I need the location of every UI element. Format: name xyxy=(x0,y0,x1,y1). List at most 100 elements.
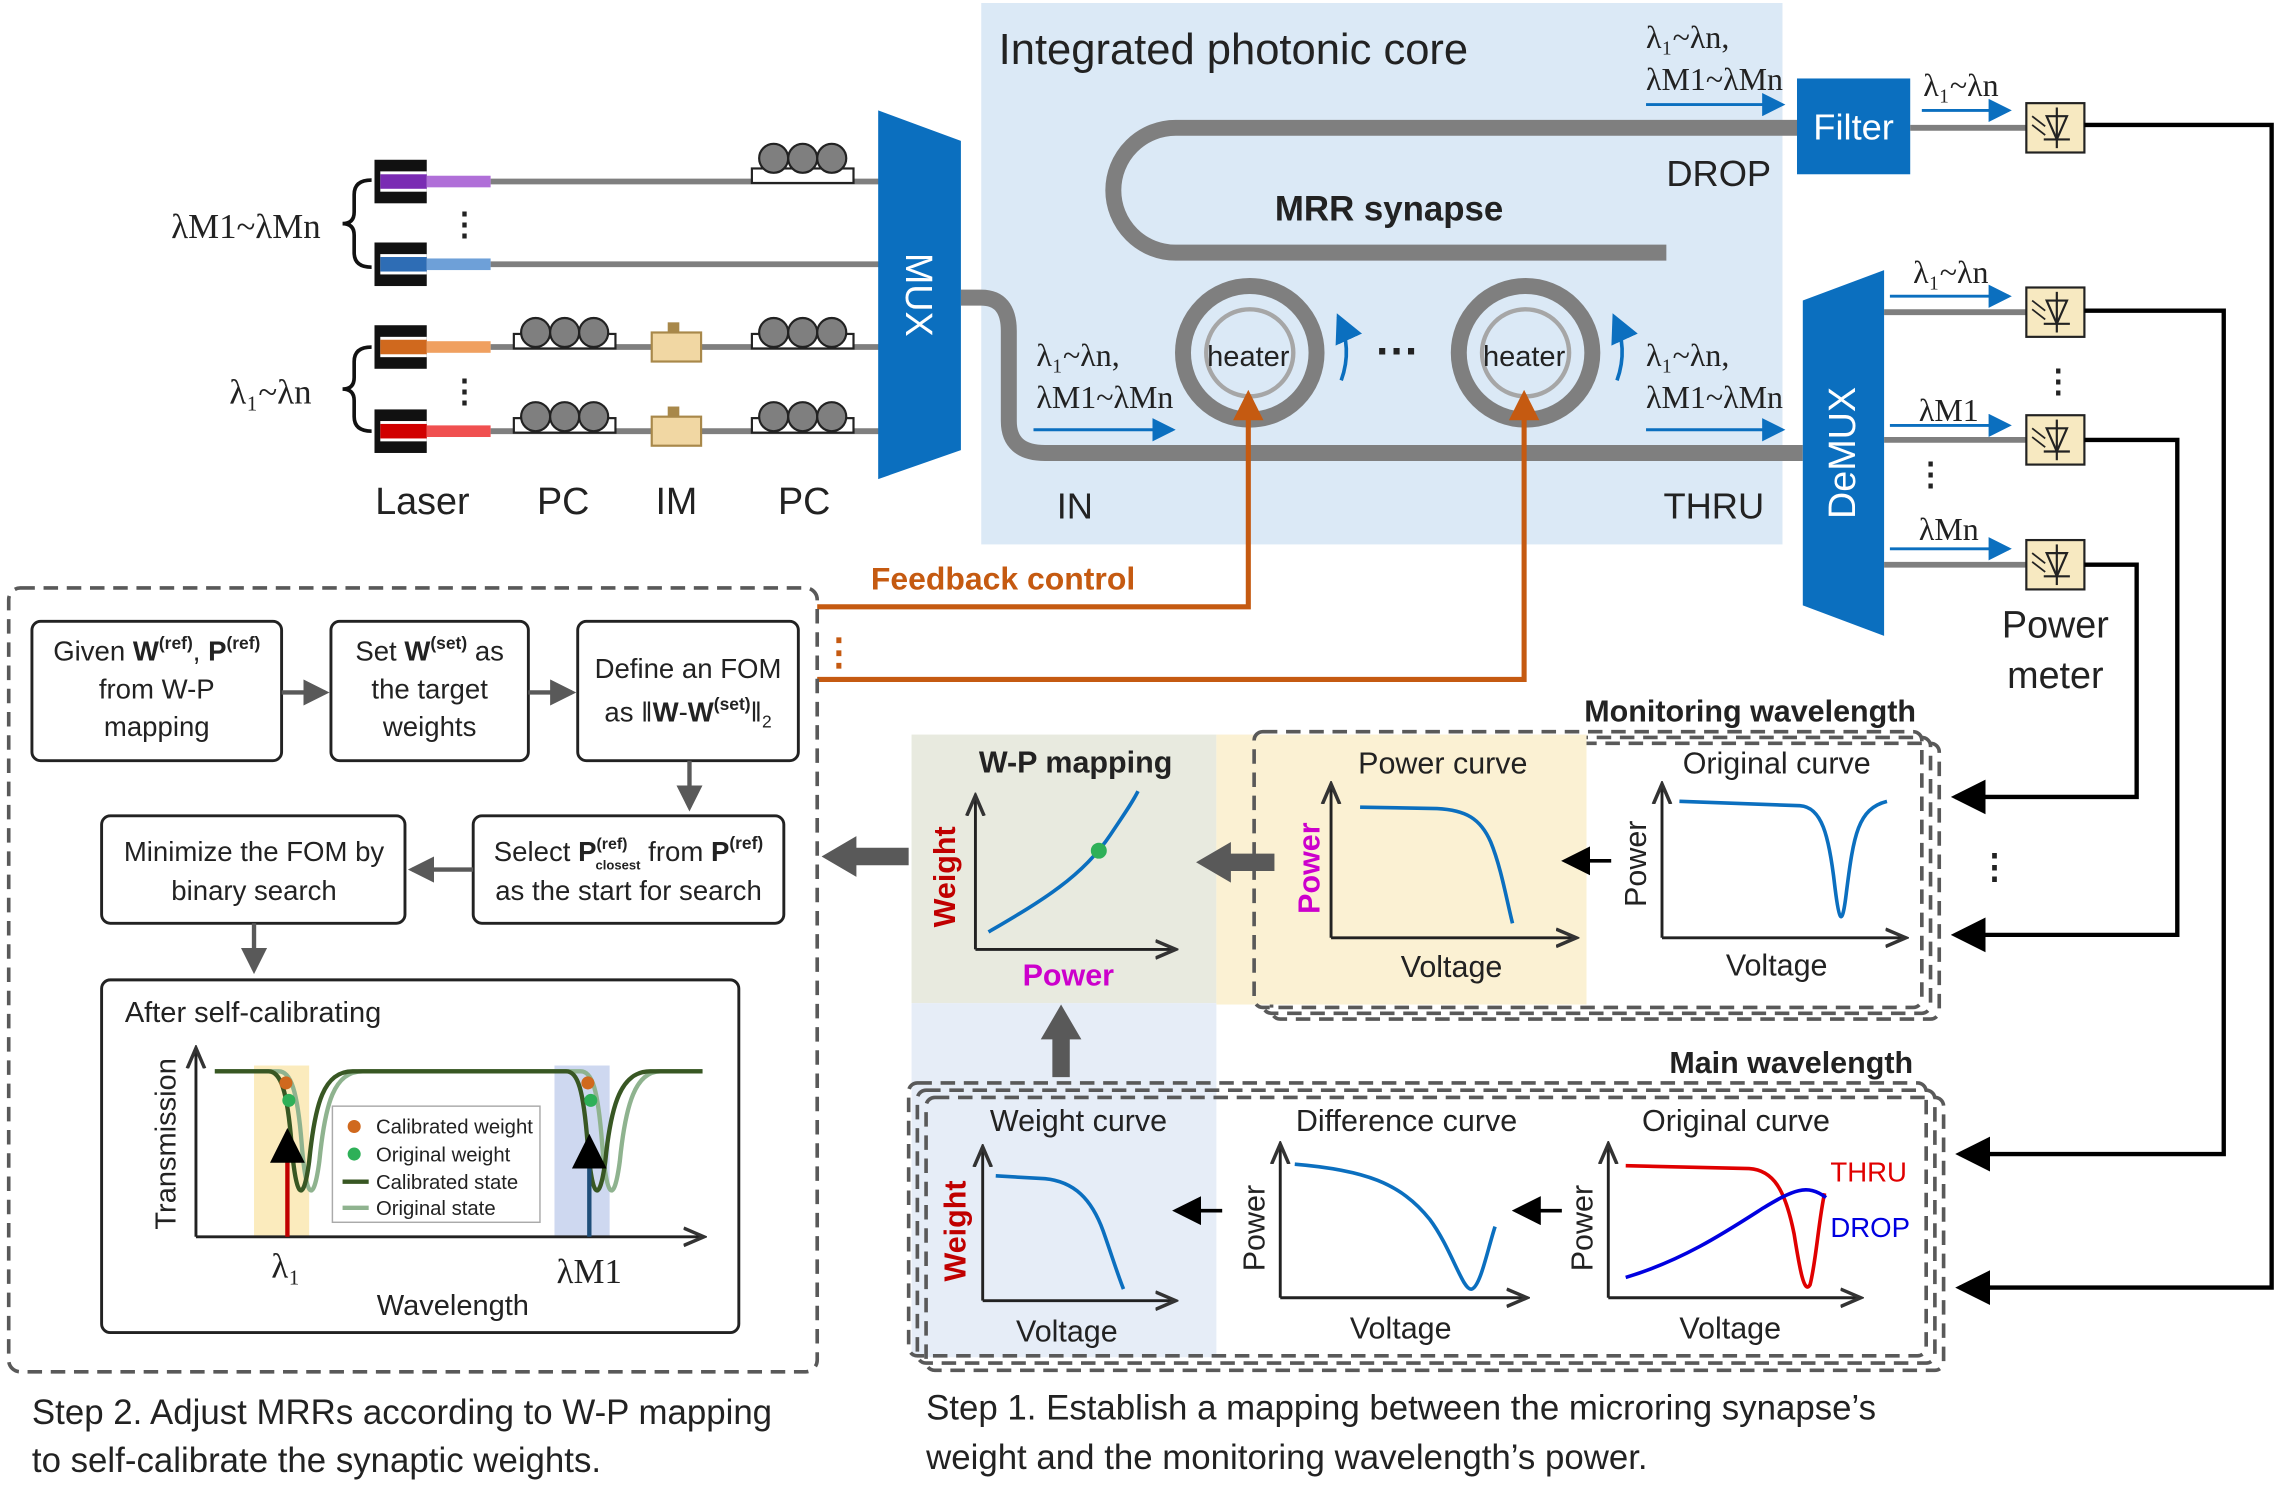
drop-waveguide xyxy=(1105,119,1800,261)
step2-legend: Calibrated weight Original weight Calibr… xyxy=(331,1105,541,1224)
pd-vertical-dots: ⋮ xyxy=(2042,363,2074,399)
power-curve-ylabel: Power xyxy=(1292,822,1326,914)
main-original-title: Original curve xyxy=(1642,1104,1830,1138)
legend-calibrated-weight: Calibrated weight xyxy=(376,1117,533,1139)
calibrated-weight-point-2 xyxy=(581,1076,595,1090)
step2-box-given xyxy=(30,619,284,763)
main-brace xyxy=(342,345,372,434)
wp-title: W-P mapping xyxy=(979,745,1172,779)
laser-sources: ⋮ ⋮ λM1~λMn λ₁~λn Laser xyxy=(171,142,880,522)
laser-main-n xyxy=(374,409,491,453)
thru-curve xyxy=(1625,1163,1827,1289)
photodetector-drop xyxy=(2025,102,2086,154)
monitor-original-xlabel: Voltage xyxy=(1726,949,1828,983)
power-meter-label-1: Power xyxy=(2002,603,2109,645)
pc-left-column xyxy=(512,316,617,434)
step2-ylabel: Transmission xyxy=(151,1058,183,1229)
photodetector-main xyxy=(2025,286,2086,338)
laser-monitor-1 xyxy=(374,159,491,204)
step2-box2-line3: weights xyxy=(382,711,476,742)
in-label: IN xyxy=(1057,485,1093,526)
mrr-synapse-label: MRR synapse xyxy=(1275,190,1503,229)
thru-wl-line1: λ₁~λn, xyxy=(1646,338,1729,373)
step2-xlabel: Wavelength xyxy=(377,1290,529,1322)
wp-ylabel: Weight xyxy=(928,826,962,927)
weight-curve-title: Weight curve xyxy=(990,1104,1167,1138)
photodetector-monitor-n xyxy=(2025,538,2086,591)
laser-vertical-dots-top: ⋮ xyxy=(449,206,481,242)
in-wl-line1: λ₁~λn, xyxy=(1036,338,1119,373)
drop-curve-label: DROP xyxy=(1830,1212,1910,1243)
thru-curve-label: THRU xyxy=(1830,1157,1907,1188)
step1-panel: W-P mapping Weight Power Monitoring wave… xyxy=(906,695,1946,1477)
step2-caption-line1: Step 2. Adjust MRRs according to W-P map… xyxy=(32,1393,772,1432)
filter: Filter λ₁~λn xyxy=(1796,68,2027,175)
wp-point xyxy=(1090,842,1107,859)
step2-box5-line2: binary search xyxy=(171,875,336,906)
legend-original-weight: Original weight xyxy=(376,1144,511,1166)
monitor-original-ylabel: Power xyxy=(1619,821,1653,907)
pc-right-column xyxy=(750,142,855,434)
difference-curve-title: Difference curve xyxy=(1296,1104,1517,1138)
step2-box3-line1: Define an FOM xyxy=(595,653,782,684)
step2-box-set xyxy=(329,619,530,763)
power-to-wp-arrow xyxy=(1196,841,1275,883)
photodetector-monitor-1 xyxy=(2025,414,2086,466)
weight-curve xyxy=(995,1174,1126,1290)
step2-box-minimize xyxy=(100,814,407,925)
main-original-ylabel: Power xyxy=(1565,1185,1599,1271)
original-weight-point-1 xyxy=(282,1093,296,1107)
demux-out-2-wl: λM1 xyxy=(1919,393,1979,428)
step2-caption-line2: to self-calibrate the synaptic weights. xyxy=(32,1441,601,1480)
core-title: Integrated photonic core xyxy=(999,26,1469,74)
label-pc-1: PC xyxy=(537,480,589,522)
drop-label: DROP xyxy=(1666,153,1771,194)
drop-wl-line2: λM1~λMn xyxy=(1646,62,1783,97)
wire-vertical-dots: ⋮ xyxy=(1977,847,2012,886)
power-curve-title: Power curve xyxy=(1358,747,1527,781)
monitor-original-title: Original curve xyxy=(1683,747,1871,781)
demux-label: DeMUX xyxy=(1821,387,1863,519)
monitoring-title: Monitoring wavelength xyxy=(1584,695,1916,729)
filter-label: Filter xyxy=(1813,106,1894,147)
step2-plot-title: After self-calibrating xyxy=(125,997,381,1029)
svg-text:as ‖W-W(set)‖2: as ‖W-W(set)‖2 xyxy=(604,694,771,731)
main-original-xlabel: Voltage xyxy=(1679,1311,1781,1345)
svg-text:Given W(ref), P(ref): Given W(ref), P(ref) xyxy=(53,633,260,667)
drop-curve xyxy=(1625,1188,1828,1280)
difference-curve-ylabel: Power xyxy=(1237,1185,1271,1271)
mux-label: MUX xyxy=(898,253,940,337)
demux-out-1-wl: λ₁~λn xyxy=(1913,255,1988,290)
legend-calibrated-state: Calibrated state xyxy=(376,1172,518,1194)
ring-ellipsis: ··· xyxy=(1376,328,1420,376)
main-group-label: λ₁~λn xyxy=(229,373,311,412)
wire-main xyxy=(1955,308,2226,1172)
demux: DeMUX λ₁~λn λM1 ⋮ λMn xyxy=(1802,255,2027,636)
label-im: IM xyxy=(655,480,697,522)
ring-2-rotation-arrow xyxy=(1611,313,1638,382)
step2-box-define xyxy=(576,619,800,763)
in-wl-line2: λM1~λMn xyxy=(1036,380,1173,415)
main-box xyxy=(906,1081,1928,1358)
thru-wl-line2: λM1~λMn xyxy=(1646,380,1783,415)
laser-monitor-n xyxy=(374,242,491,287)
power-curve xyxy=(1360,805,1515,924)
drop-wl-line1: λ₁~λn, xyxy=(1646,20,1729,55)
laser-main-1 xyxy=(374,325,491,369)
photonic-core: Integrated photonic core MRR synapse DRO… xyxy=(960,2,1803,545)
power-meter-label-2: meter xyxy=(2007,654,2103,696)
weight-curve-xlabel: Voltage xyxy=(1016,1314,1118,1348)
step2-box1-line2: from W-P xyxy=(99,673,215,704)
original-weight-point-2 xyxy=(584,1093,598,1107)
feedback-control: Feedback control ⋮ xyxy=(817,389,1540,682)
weight-curve-ylabel: Weight xyxy=(938,1180,972,1281)
monitor-group-label: λM1~λMn xyxy=(171,207,320,246)
wire-drop xyxy=(1955,122,2274,1306)
demux-out-3-wl: λMn xyxy=(1919,512,1979,547)
calibrated-weight-point-1 xyxy=(279,1076,293,1090)
feedback-dots: ⋮ xyxy=(820,631,858,673)
demux-vertical-dots: ⋮ xyxy=(1915,456,1947,492)
intensity-modulators xyxy=(650,322,703,447)
filter-out-wl: λ₁~λn xyxy=(1923,68,1998,103)
label-laser: Laser xyxy=(375,480,469,522)
